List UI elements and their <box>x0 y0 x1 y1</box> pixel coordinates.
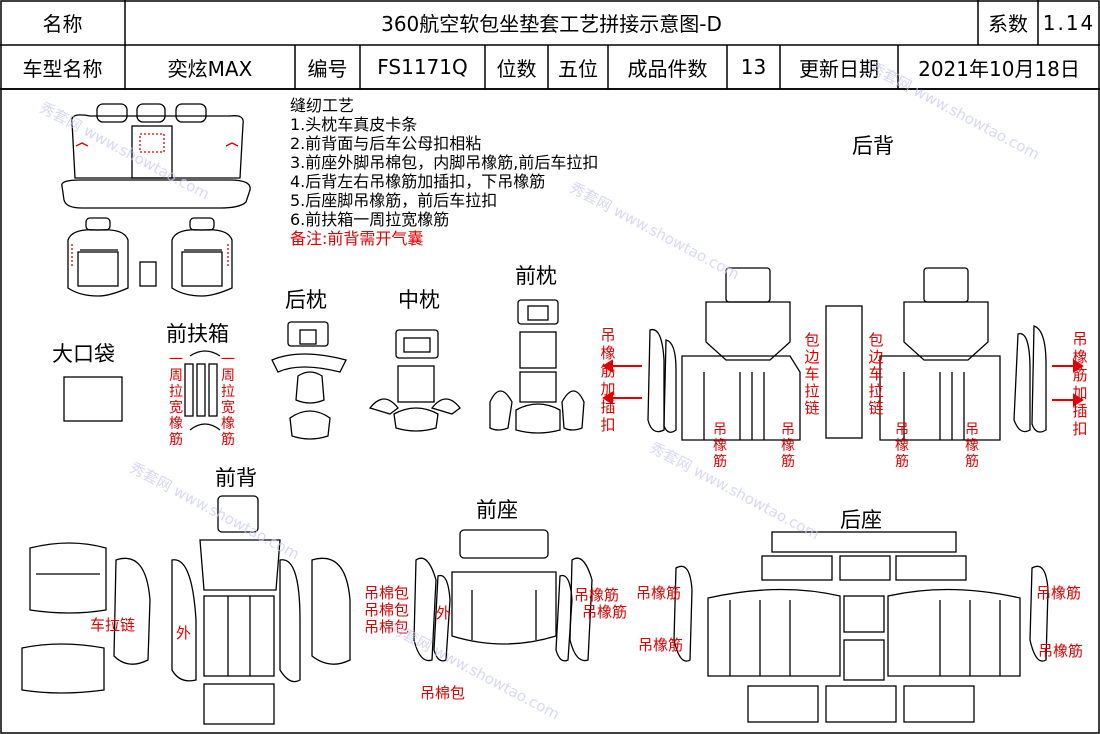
front-headrest-pieces <box>489 299 585 434</box>
anno-rs-band-3: 吊橡筋 <box>1036 584 1082 602</box>
anno-fs-cotton-1: 吊棉包 <box>364 584 410 602</box>
label-front-back: 前背 <box>215 466 257 490</box>
armrest-pieces <box>184 350 221 431</box>
anno-rb-edge-left: 包边车拉链 <box>804 331 820 417</box>
name-label: 名称 <box>42 12 83 36</box>
thumb-rear-bench <box>61 103 251 209</box>
notes-heading: 缝纫工艺 <box>290 96 355 115</box>
rear-seat-pieces <box>673 531 1049 723</box>
front-seat-pieces <box>413 529 593 662</box>
label-rear-back: 后背 <box>852 134 894 158</box>
pieces-label: 成品件数 <box>627 56 708 81</box>
anno-fs-band-1: 吊橡筋 <box>574 586 620 604</box>
rear-headrest-pieces <box>271 321 347 440</box>
anno-rb-band-3: 吊橡筋 <box>895 422 909 470</box>
anno-fs-out: 外 <box>436 604 452 622</box>
notes-step-2: 2.前背面与后车公母扣相粘 <box>290 134 482 153</box>
rear-back-arrows <box>602 359 1084 407</box>
label-big-pocket: 大口袋 <box>52 342 115 366</box>
anno-rb-band-2: 吊橡筋 <box>781 422 795 470</box>
code-value: FS1171Q <box>377 55 468 79</box>
notes-step-1: 1.头枕车真皮卡条 <box>290 115 418 134</box>
seats-value: 五位 <box>558 56 598 81</box>
anno-rs-band-2: 吊橡筋 <box>638 636 684 654</box>
anno-rs-band-4: 吊橡筋 <box>1038 642 1084 660</box>
anno-rb-band-1: 吊橡筋 <box>713 422 727 470</box>
pieces-value: 13 <box>740 55 767 79</box>
rear-back-pieces <box>647 267 1047 441</box>
label-front-headrest: 前枕 <box>515 264 557 288</box>
anno-fs-band-2: 吊橡筋 <box>582 603 628 621</box>
notes-remark: 备注:前背需开气囊 <box>290 229 424 248</box>
front-back-pieces <box>21 495 351 725</box>
model-label: 车型名称 <box>22 56 103 81</box>
page-title: 360航空软包坐垫套工艺拼接示意图-D <box>381 12 722 36</box>
anno-rs-band-1: 吊橡筋 <box>636 584 682 602</box>
anno-fs-cotton-bottom: 吊棉包 <box>420 684 466 702</box>
notes-step-3: 3.前座外脚吊棉包，内脚吊橡筋,前后车拉扣 <box>290 153 599 172</box>
date-value: 2021年10月18日 <box>918 56 1080 81</box>
anno-rb-edge-right: 包边车拉链 <box>868 331 884 417</box>
anno-armrest-right: 一周拉宽橡筋 <box>221 352 235 448</box>
notes-step-5: 5.后座脚吊橡筋，前后车拉扣 <box>290 191 498 210</box>
notes-step-6: 6.前扶箱一周拉宽橡筋 <box>290 210 450 229</box>
pocket-piece <box>63 376 123 422</box>
anno-armrest-left: 一周拉宽橡筋 <box>169 352 183 448</box>
anno-fb-out: 外 <box>176 624 192 642</box>
model-value: 奕炫MAX <box>167 56 253 81</box>
label-rear-headrest: 后枕 <box>285 288 327 312</box>
label-mid-headrest: 中枕 <box>398 288 440 312</box>
label-front-seat: 前座 <box>476 498 518 522</box>
anno-fs-cotton-3: 吊棉包 <box>364 618 410 636</box>
notes-step-4: 4.后背左右吊橡筋加插扣，下吊橡筋 <box>290 172 546 191</box>
anno-rb-right-hang: 吊橡筋加插扣 <box>1072 330 1088 438</box>
anno-rb-left-hang: 吊橡筋加插扣 <box>600 326 616 434</box>
label-front-armrest: 前扶箱 <box>166 322 229 346</box>
anno-fb-zip: 车拉链 <box>90 616 136 634</box>
anno-fs-cotton-2: 吊棉包 <box>364 601 410 619</box>
thumb-front-seats <box>67 217 233 297</box>
code-label: 编号 <box>307 56 348 81</box>
seats-label: 位数 <box>496 56 537 81</box>
mid-headrest-pieces <box>368 329 461 432</box>
date-label: 更新日期 <box>799 56 879 81</box>
coef-label: 系数 <box>988 12 1028 36</box>
anno-rb-band-4: 吊橡筋 <box>965 422 979 470</box>
label-rear-seat: 后座 <box>840 508 882 532</box>
coef-value: 1.14 <box>1042 10 1096 35</box>
sewing-notes: 缝纫工艺 1.头枕车真皮卡条 2.前背面与后车公母扣相粘 3.前座外脚吊棉包，内… <box>290 96 598 248</box>
